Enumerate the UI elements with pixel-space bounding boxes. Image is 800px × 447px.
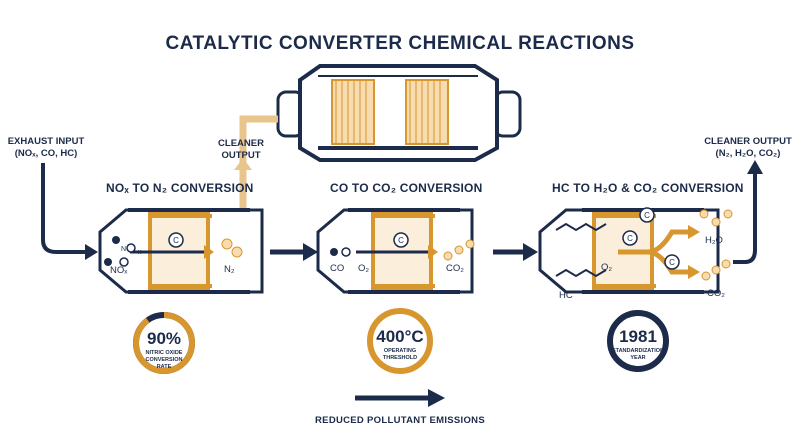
stat-caption-2: OPERATING THRESHOLD <box>382 348 418 361</box>
stat-ring-3 <box>607 310 669 372</box>
converter-illustration <box>276 64 522 162</box>
svg-text:C: C <box>398 236 404 245</box>
converter-unit-1: C N x <box>98 208 264 294</box>
stat-value-3: 1981 <box>619 327 657 346</box>
cleaner-output-right-arrow <box>733 172 757 264</box>
stat-value-2: 400°C <box>376 327 424 346</box>
hc-label: HC <box>559 290 573 301</box>
co2-label: CO₂ <box>446 263 464 274</box>
stat-caption-1: NITRIC OXIDE CONVERSION RATE <box>145 350 183 370</box>
stat-caption-3: STANDARDIZATION YEAR <box>611 348 665 361</box>
nox-label: NOₓ <box>110 265 128 276</box>
svg-text:C: C <box>173 236 179 245</box>
svg-text:C: C <box>644 211 650 220</box>
stat-value-1: 90% <box>146 329 182 348</box>
svg-text:N: N <box>121 246 126 253</box>
o2-label-hc: O₂ <box>601 262 613 273</box>
stat-ring-1 <box>133 312 195 374</box>
svg-text:C: C <box>627 234 633 243</box>
section-title-nox: NOₓ TO N₂ CONVERSION <box>106 181 254 195</box>
footer-label: REDUCED POLLUTANT EMISSIONS <box>315 415 485 426</box>
cleaner-output-right-label: CLEANER OUTPUT (N₂, H₂O, CO₂) <box>704 136 792 159</box>
o2-label-co: O₂ <box>358 263 370 274</box>
co-label: CO <box>330 263 345 274</box>
n2-label: N₂ <box>224 264 235 275</box>
cleaner-output-arrowhead <box>234 158 252 170</box>
section-title-hc: HC TO H₂O & CO₂ CONVERSION <box>552 181 744 195</box>
svg-text:x: x <box>138 249 142 256</box>
converter-unit-2: C <box>316 208 475 294</box>
converter-unit-3: C C C <box>538 207 733 294</box>
cleaner-output-mid-label: CLEANER OUTPUT <box>218 138 264 161</box>
exhaust-input-arrow <box>41 163 88 254</box>
page-title: CATALYTIC CONVERTER CHEMICAL REACTIONS <box>165 33 635 54</box>
exhaust-input-label: EXHAUST INPUT (NOₓ, CO, HC) <box>7 136 85 159</box>
section-title-co: CO TO CO₂ CONVERSION <box>330 181 483 195</box>
svg-text:C: C <box>669 258 675 267</box>
cleaner-output-pipe <box>239 115 278 228</box>
co2-label-hc: CO₂ <box>707 288 725 299</box>
h2o-label: H₂O <box>705 235 723 246</box>
stat-ring-2 <box>367 308 433 374</box>
